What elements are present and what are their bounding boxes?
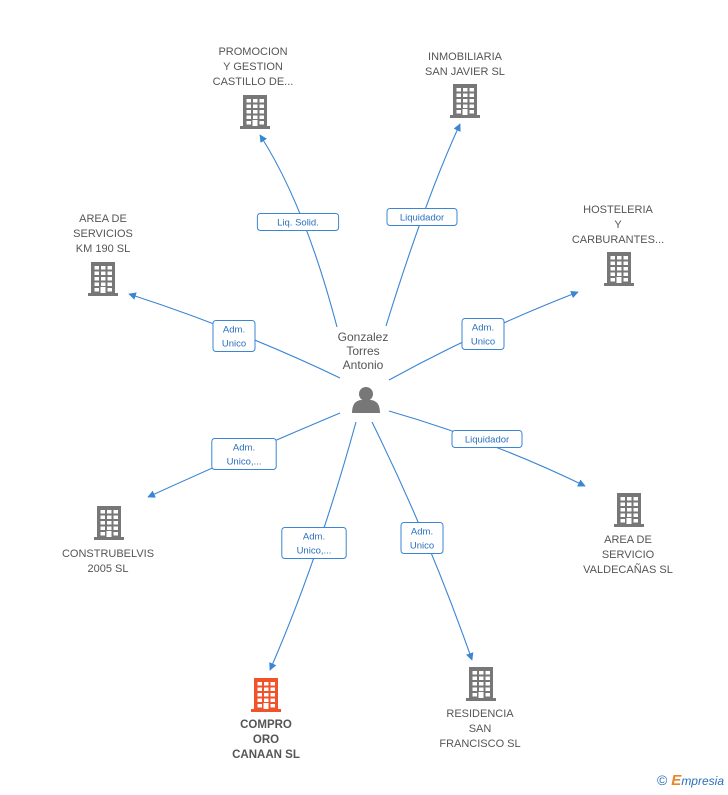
edge-label-line: Liq. Solid. bbox=[277, 218, 319, 229]
company-label: AREA DE SERVICIO VALDECAÑAS SL bbox=[583, 534, 673, 576]
company-label-line: HOSTELERIA bbox=[583, 204, 653, 216]
edge-label-line: Liquidador bbox=[400, 213, 444, 224]
edge-label: Adm. Unico,... bbox=[297, 532, 332, 557]
company-label: RESIDENCIA SAN FRANCISCO SL bbox=[439, 708, 520, 750]
company-label-line: FRANCISCO SL bbox=[439, 738, 520, 750]
edge-hosteleria[interactable]: Adm. Unico bbox=[388, 290, 579, 381]
building-icon bbox=[240, 95, 270, 129]
company-node-hosteleria[interactable]: HOSTELERIA Y CARBURANTES... bbox=[572, 204, 664, 286]
company-label-line: CANAAN SL bbox=[232, 749, 300, 761]
edge-label-line: Adm. bbox=[411, 527, 433, 538]
edges-layer: Liq. Solid.LiquidadorAdm.UnicoAdm.UnicoA… bbox=[128, 123, 586, 671]
edge-label: Liquidador bbox=[400, 213, 444, 224]
person-label-line: Antonio bbox=[343, 358, 384, 372]
company-label-line: KM 190 SL bbox=[76, 243, 130, 255]
company-label-line: Y GESTION bbox=[223, 61, 283, 73]
edge-label: Adm. Unico bbox=[471, 323, 495, 348]
company-label-line: SAN bbox=[469, 723, 492, 735]
company-label-line: ORO bbox=[253, 734, 279, 746]
edge-residencia[interactable]: Adm. Unico bbox=[371, 421, 474, 661]
company-label-line: AREA DE bbox=[79, 213, 127, 225]
footer-brand: ©Empresia bbox=[657, 772, 724, 789]
building-icon bbox=[604, 252, 634, 286]
brand-name: mpresia bbox=[681, 774, 724, 788]
company-label: HOSTELERIA Y CARBURANTES... bbox=[572, 204, 664, 246]
edge-label-line: Unico bbox=[222, 339, 246, 350]
edge-label-line: Adm. bbox=[233, 443, 255, 454]
edge-label-line: Adm. bbox=[303, 532, 325, 543]
company-label-line: CARBURANTES... bbox=[572, 234, 664, 246]
edge-label-box[interactable] bbox=[211, 438, 277, 470]
edge-label-box[interactable] bbox=[212, 320, 256, 352]
edge-label-line: Unico,... bbox=[297, 546, 332, 557]
building-icon bbox=[88, 262, 118, 296]
edge-label-line: Unico bbox=[410, 541, 434, 552]
building-icon bbox=[94, 506, 124, 540]
edge-label-box[interactable] bbox=[400, 522, 444, 554]
company-node-inmobiliaria[interactable]: INMOBILIARIA SAN JAVIER SL bbox=[425, 51, 505, 118]
company-label-line: SAN JAVIER SL bbox=[425, 66, 505, 78]
edge-label-box[interactable] bbox=[461, 318, 505, 350]
edge-area190[interactable]: Adm. Unico bbox=[128, 292, 341, 379]
company-node-residencia[interactable]: RESIDENCIA SAN FRANCISCO SL bbox=[439, 667, 521, 750]
company-label-line: CASTILLO DE... bbox=[213, 76, 294, 88]
company-label-line: INMOBILIARIA bbox=[428, 51, 503, 63]
company-label-line: AREA DE bbox=[604, 534, 652, 546]
edge-label-line: Adm. bbox=[472, 323, 494, 334]
company-label-line: CONSTRUBELVIS bbox=[62, 548, 154, 560]
edge-label-box[interactable] bbox=[386, 208, 458, 226]
edge-construbelvis[interactable]: Adm. Unico,... bbox=[147, 412, 341, 498]
edge-label: Adm. Unico bbox=[222, 325, 246, 350]
company-label: INMOBILIARIA SAN JAVIER SL bbox=[425, 51, 505, 78]
company-node-compro[interactable]: COMPRO ORO CANAAN SL bbox=[232, 678, 300, 761]
edge-promocion[interactable]: Liq. Solid. bbox=[256, 134, 340, 328]
company-label-line: SERVICIO bbox=[602, 549, 655, 561]
company-label: PROMOCION Y GESTION CASTILLO DE... bbox=[213, 46, 294, 88]
edge-label: Adm. Unico,... bbox=[227, 443, 262, 468]
edge-valdecanas[interactable]: Liquidador bbox=[388, 410, 586, 487]
company-node-construbelvis[interactable]: CONSTRUBELVIS 2005 SL bbox=[62, 506, 154, 575]
edge-label: Liq. Solid. bbox=[277, 218, 319, 229]
company-label-line: VALDECAÑAS SL bbox=[583, 563, 673, 576]
edge-line bbox=[388, 410, 586, 487]
edge-label-line: Adm. bbox=[223, 325, 245, 336]
edge-label-box[interactable] bbox=[451, 430, 523, 448]
person-label-line: Gonzalez bbox=[338, 330, 389, 344]
brand-initial: E bbox=[671, 772, 682, 789]
edge-label-line: Unico,... bbox=[227, 457, 262, 468]
edge-label-line: Liquidador bbox=[465, 435, 509, 446]
edge-compro[interactable]: Adm. Unico,... bbox=[269, 421, 357, 671]
person-label-line: Torres bbox=[346, 344, 379, 358]
building-icon bbox=[466, 667, 496, 701]
building-icon bbox=[614, 493, 644, 527]
company-node-valdecanas[interactable]: AREA DE SERVICIO VALDECAÑAS SL bbox=[583, 493, 673, 576]
company-label-line: COMPRO bbox=[240, 719, 292, 731]
company-label: AREA DE SERVICIOS KM 190 SL bbox=[73, 213, 133, 255]
company-label: CONSTRUBELVIS 2005 SL bbox=[62, 548, 154, 575]
company-label-line: 2005 SL bbox=[88, 563, 129, 575]
nodes-layer: PROMOCION Y GESTION CASTILLO DE... INMOBILI… bbox=[62, 46, 673, 761]
company-node-promocion[interactable]: PROMOCION Y GESTION CASTILLO DE... bbox=[213, 46, 294, 129]
edge-label: Adm. Unico bbox=[410, 527, 434, 552]
company-node-area190[interactable]: AREA DE SERVICIOS KM 190 SL bbox=[73, 213, 133, 296]
edge-inmobiliaria[interactable]: Liquidador bbox=[385, 123, 461, 327]
company-label-line: RESIDENCIA bbox=[446, 708, 514, 720]
building-icon bbox=[251, 678, 281, 712]
company-label-line: PROMOCION bbox=[218, 46, 287, 58]
person-icon bbox=[352, 387, 380, 413]
company-label-line: SERVICIOS bbox=[73, 228, 133, 240]
company-label-line: Y bbox=[614, 219, 622, 231]
company-label: COMPRO ORO CANAAN SL bbox=[232, 719, 300, 761]
edge-label-box[interactable] bbox=[256, 213, 340, 231]
edge-label: Liquidador bbox=[465, 435, 509, 446]
edge-label-line: Unico bbox=[471, 337, 495, 348]
copyright-symbol: © bbox=[656, 772, 668, 788]
edge-label-box[interactable] bbox=[281, 527, 347, 559]
building-icon bbox=[450, 84, 480, 118]
